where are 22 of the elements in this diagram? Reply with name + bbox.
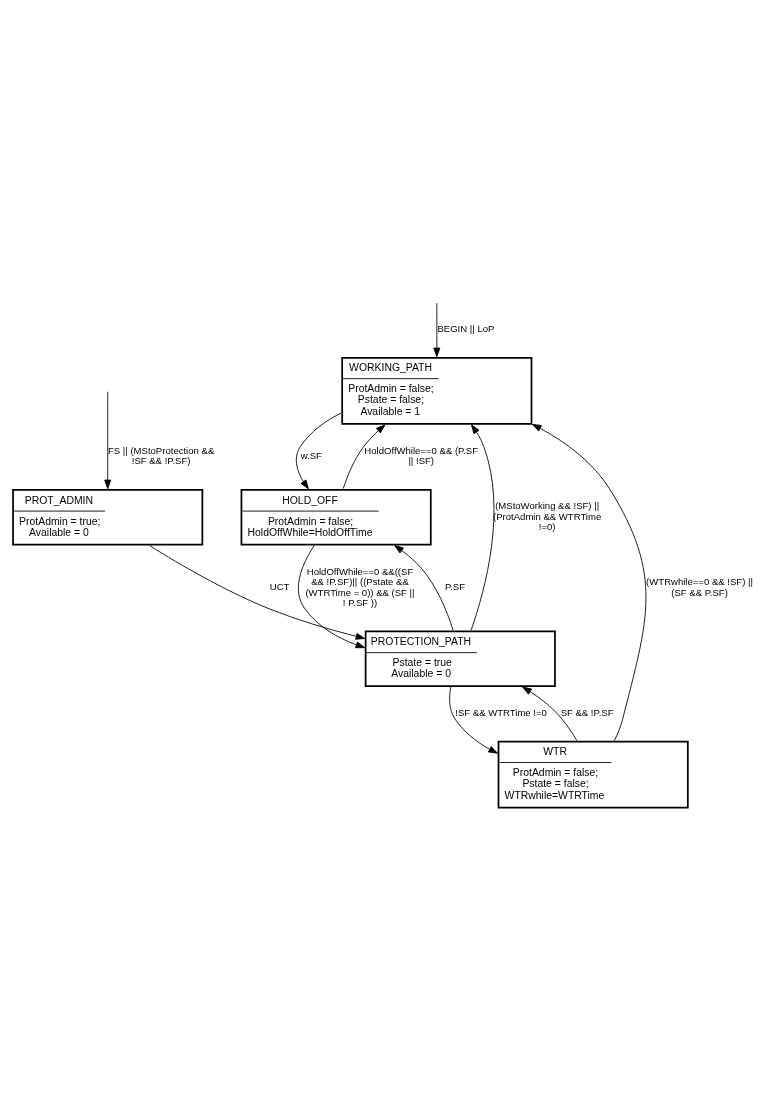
edge-label: UCT xyxy=(269,581,290,593)
arrow xyxy=(342,424,386,490)
edge-label: P.SF xyxy=(445,581,466,593)
arrow xyxy=(295,412,342,490)
edge-label: SF && !P.SF xyxy=(560,707,614,719)
arrow xyxy=(148,545,366,640)
arrow xyxy=(449,686,498,754)
arrow xyxy=(297,545,366,649)
arrow xyxy=(522,686,578,741)
edge-label: BEGIN || LoP xyxy=(437,323,495,335)
edge-label: !SF && WTRTime !=0 xyxy=(455,707,547,719)
edge-label: FS || (MStoProtection && !SF && !P.SF) xyxy=(107,445,215,467)
edge-label: (WTRwhile==0 && !SF) || (SF && P.SF) xyxy=(646,576,753,598)
arrow xyxy=(531,423,647,742)
arrow xyxy=(433,302,441,358)
edge-label: HoldOffWhile==0 &&((SF && !P.SF)|| ((Pstate && (WTRTime = 0)) && (SF || ! P.SF )) xyxy=(305,565,415,609)
arrow xyxy=(470,424,495,631)
arrow xyxy=(394,545,454,631)
edge-label: HoldOffWhile==0 && (P.SF || !SF) xyxy=(364,445,479,467)
edge-label: w.SF xyxy=(300,450,322,462)
arrow xyxy=(104,391,112,490)
edge-label: (MStoWorking && !SF) || (ProtAdmin && WTRTime !=0) xyxy=(493,500,602,533)
